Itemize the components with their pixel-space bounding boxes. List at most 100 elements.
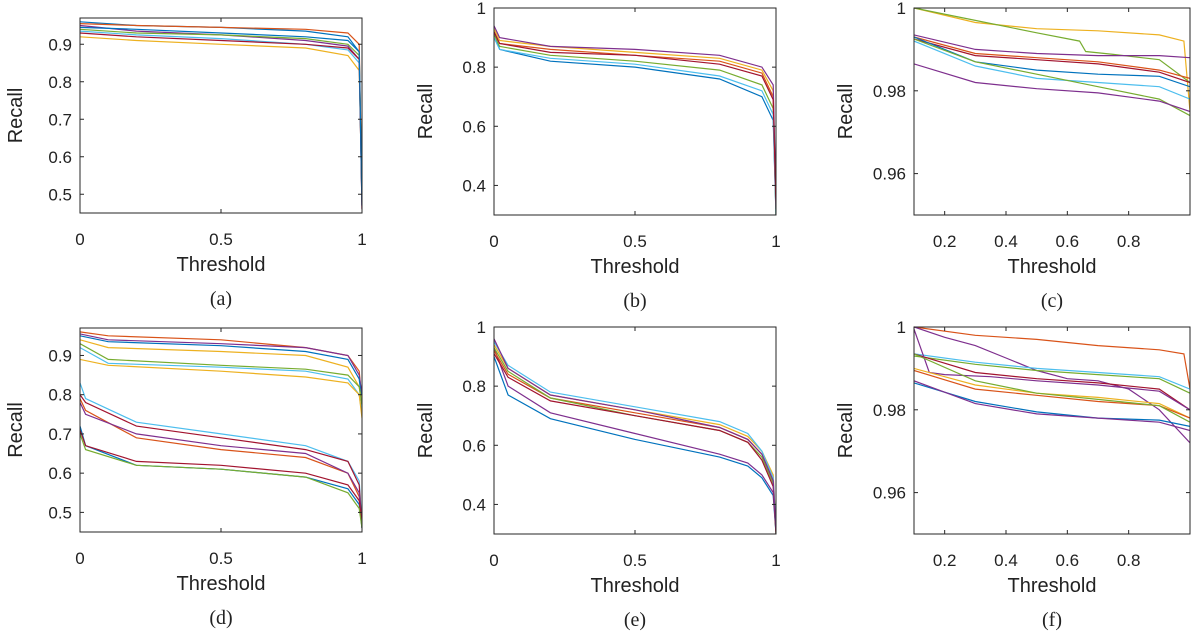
series-line-8 (494, 338, 776, 532)
series-line-4 (914, 355, 1190, 394)
y-tick-label: 1 (897, 0, 906, 18)
x-axis-label: Threshold (1008, 256, 1097, 278)
series-line-4 (494, 25, 776, 201)
series-line-11 (80, 402, 362, 529)
series-line-5 (914, 38, 1190, 84)
series-group (914, 326, 1190, 444)
series-line-11 (914, 380, 1190, 432)
y-tick-label: 0.6 (462, 117, 486, 136)
panel-caption: (d) (209, 607, 232, 629)
y-axis-label: Recall (415, 403, 437, 459)
series-line-2 (914, 7, 1190, 83)
y-tick-label: 0.9 (48, 35, 72, 54)
series-line-3 (914, 34, 1190, 59)
series-line-9 (914, 353, 1190, 423)
y-tick-label: 0.96 (873, 165, 906, 184)
series-line-1 (914, 7, 1190, 112)
series-line-7 (914, 367, 1190, 419)
panel-caption: (a) (210, 288, 232, 310)
y-tick-label: 0.7 (48, 110, 72, 129)
series-line-1 (914, 326, 1190, 390)
x-tick-label: 1 (771, 551, 780, 570)
series-line-9 (80, 394, 362, 529)
y-axis-label: Recall (835, 84, 857, 140)
series-line-1 (494, 356, 776, 535)
y-tick-label: 0.8 (48, 73, 72, 92)
series-line-5 (80, 343, 362, 407)
series-line-4 (914, 36, 1190, 79)
panel-caption: (c) (1041, 290, 1063, 312)
x-tick-label: 1 (357, 230, 366, 249)
series-line-7 (494, 31, 776, 210)
series-group (80, 331, 362, 529)
y-tick-label: 0.4 (462, 176, 486, 195)
series-line-2 (914, 326, 1190, 444)
x-axis-label: Threshold (177, 254, 266, 276)
x-axis-label: Threshold (591, 575, 680, 597)
y-tick-label: 0.7 (48, 425, 72, 444)
series-line-8 (914, 38, 1190, 117)
y-tick-label: 0.9 (48, 346, 72, 365)
x-tick-label: 0.4 (994, 232, 1018, 251)
x-tick-label: 0 (75, 230, 84, 249)
plot-area (494, 327, 776, 534)
y-tick-label: 0.6 (462, 436, 486, 455)
x-tick-label: 1 (357, 549, 366, 568)
x-tick-label: 0.5 (209, 230, 233, 249)
series-line-10 (914, 382, 1190, 427)
x-axis-label: Threshold (591, 256, 680, 278)
axes-frame (913, 7, 1191, 216)
plot-area (494, 8, 776, 215)
series-line-8 (914, 369, 1190, 419)
series-line-8 (80, 26, 362, 206)
plot-area (80, 18, 362, 213)
series-line-2 (80, 333, 362, 395)
series-group (914, 7, 1190, 117)
x-tick-label: 0.6 (1056, 232, 1080, 251)
plot-area (914, 327, 1190, 534)
y-tick-label: 0.98 (873, 82, 906, 101)
x-axis-label: Threshold (1008, 575, 1097, 597)
series-group (80, 21, 362, 210)
series-line-3 (494, 28, 776, 210)
panel-caption: (f) (1042, 609, 1062, 631)
x-tick-label: 0.5 (623, 232, 647, 251)
series-line-5 (914, 353, 1190, 411)
series-line-13 (80, 429, 362, 525)
panel-caption: (b) (623, 290, 646, 312)
y-tick-label: 1 (477, 318, 486, 337)
x-tick-label: 0.2 (933, 232, 957, 251)
panel-caption: (e) (624, 609, 646, 631)
y-tick-label: 1 (897, 318, 906, 337)
x-tick-label: 0.8 (1117, 551, 1141, 570)
x-tick-label: 0.4 (994, 551, 1018, 570)
x-tick-label: 0 (489, 551, 498, 570)
series-line-6 (494, 341, 776, 529)
y-tick-label: 0.96 (873, 484, 906, 503)
series-line-3 (914, 353, 1190, 390)
y-tick-label: 0.4 (462, 495, 486, 514)
y-tick-label: 0.6 (48, 148, 72, 167)
series-line-6 (494, 37, 776, 216)
series-line-8 (80, 382, 362, 525)
x-tick-label: 0 (489, 232, 498, 251)
axes-frame (913, 326, 1191, 535)
y-tick-label: 0.98 (873, 401, 906, 420)
x-tick-label: 0.2 (933, 551, 957, 570)
y-tick-label: 0.8 (48, 386, 72, 405)
series-line-10 (80, 398, 362, 525)
x-axis-label: Threshold (177, 573, 266, 595)
x-tick-label: 1 (771, 232, 780, 251)
y-axis-label: Recall (835, 403, 857, 459)
y-tick-label: 1 (477, 0, 486, 18)
series-line-5 (494, 34, 776, 216)
x-tick-label: 0 (75, 549, 84, 568)
plot-area (914, 8, 1190, 215)
x-tick-label: 0.8 (1117, 232, 1141, 251)
series-line-14 (80, 433, 362, 529)
